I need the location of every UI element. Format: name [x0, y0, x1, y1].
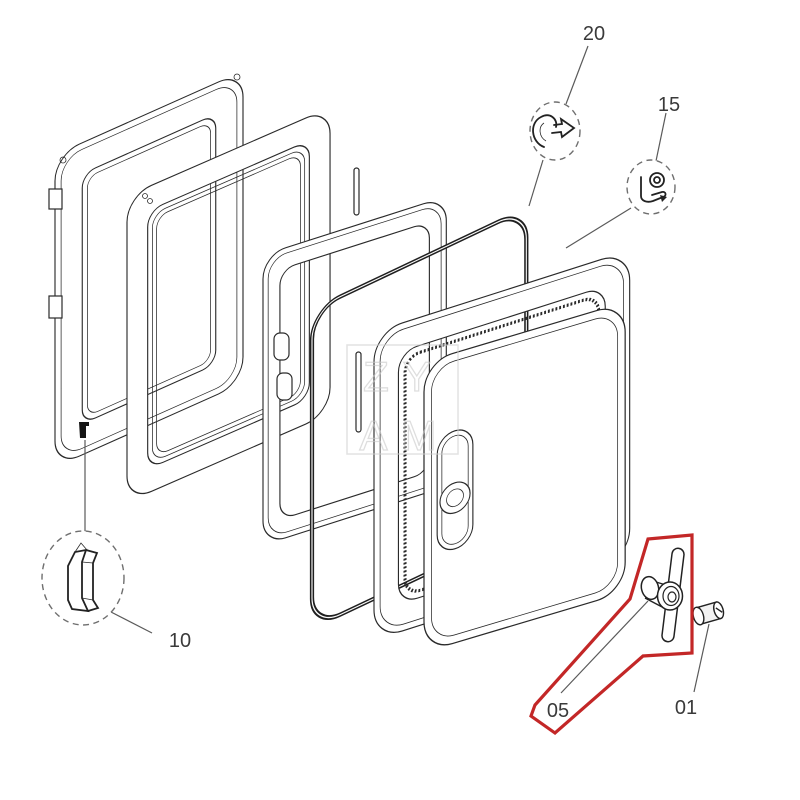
t-knob-stem-cap	[640, 575, 660, 601]
hinge-clip-top	[273, 332, 290, 361]
seal-bulb-glyph	[649, 172, 665, 188]
hinge-clip-bottom	[276, 372, 293, 401]
screw-hole	[233, 73, 241, 81]
rear-frame-band	[55, 79, 244, 459]
callout-15[interactable]	[626, 159, 676, 215]
clip-in-place	[79, 422, 89, 438]
t-knob-hub-center	[667, 591, 677, 603]
spacer-frame-inner-line	[267, 208, 442, 534]
rear-frame-notch-bottom	[48, 295, 63, 319]
screw-hole	[142, 193, 148, 199]
part-05-t-knob[interactable]	[639, 547, 685, 643]
screw-hole	[59, 156, 67, 164]
screw-hole	[147, 198, 153, 204]
highlight-region-part-05[interactable]	[529, 533, 694, 736]
callout-15-circle	[626, 159, 676, 215]
inner-frame-seal-line-1	[152, 151, 306, 458]
part-01-bushing[interactable]	[691, 600, 725, 626]
watermark-line1: ZY	[363, 353, 445, 400]
leader-15-label	[655, 112, 667, 162]
clip-detail-lines	[74, 542, 94, 601]
part-label-05[interactable]: 05	[547, 700, 569, 722]
door-panel	[423, 308, 626, 646]
part-label-01[interactable]: 01	[675, 697, 697, 719]
inner-frame-outline	[126, 115, 331, 495]
inner-frame	[126, 115, 331, 495]
callout-10-circle	[41, 530, 125, 626]
seal-profile-hook-glyph	[532, 114, 558, 148]
fixing-strip-mid	[355, 351, 362, 433]
seal-profile-arrow-glyph	[551, 116, 576, 139]
rear-frame-notch-top	[48, 188, 63, 210]
inner-frame-seal-line-2	[156, 157, 301, 453]
clip-inner-strip	[85, 549, 100, 612]
leader-05	[560, 600, 649, 694]
leader-20-label	[565, 45, 589, 105]
spacer-frame-outline	[262, 202, 447, 540]
watermark-box	[346, 344, 459, 455]
part-label-20[interactable]: 20	[583, 23, 605, 45]
door-handle-knob[interactable]	[439, 478, 471, 517]
rear-outer-frame	[54, 79, 244, 459]
rear-frame-opening-line	[87, 125, 211, 413]
door-handle-knob-center	[446, 488, 464, 508]
fixing-strip-top	[353, 167, 360, 216]
leader-01	[693, 623, 710, 693]
leader-20-part	[528, 159, 544, 207]
watermark-line2: AM	[360, 412, 451, 459]
hatch-door	[423, 308, 626, 646]
front-frame-band	[374, 258, 630, 633]
seal-lip-glyph	[640, 176, 667, 203]
callout-20-circle	[529, 101, 581, 161]
bushing-slot	[715, 607, 723, 613]
door-inner-line	[431, 317, 619, 637]
part-label-15[interactable]: 15	[658, 94, 680, 116]
callout-20[interactable]	[529, 101, 581, 161]
bushing-left-cap	[692, 606, 705, 626]
part-label-10[interactable]: 10	[169, 630, 191, 652]
callout-10[interactable]	[41, 530, 125, 626]
seal-bulb-center	[653, 176, 661, 184]
watermark: ZY AM	[346, 344, 459, 460]
seal-lip-arrow	[660, 195, 667, 202]
seal-profile-inner-line	[539, 122, 547, 142]
rear-frame-opening	[81, 118, 217, 420]
leader-15-part	[565, 207, 632, 249]
inner-frame-opening	[147, 145, 310, 465]
leader-10-label	[110, 611, 153, 634]
